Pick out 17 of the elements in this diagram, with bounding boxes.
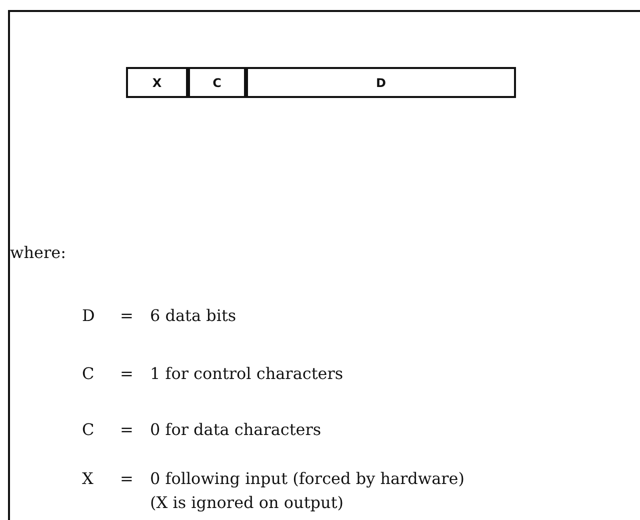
register-field: C <box>188 67 246 98</box>
definition-text: = <box>120 420 134 439</box>
definition-text: (X is ignored on output) <box>150 493 344 512</box>
definition-text: 0 following input (forced by hardware) <box>150 469 465 488</box>
definition-text: X <box>82 469 94 488</box>
definition-text: D <box>82 306 95 325</box>
definition-text: = <box>120 469 134 488</box>
definition-text: 6 data bits <box>150 306 236 325</box>
heading-text: where: <box>10 243 66 262</box>
register-field: D <box>246 67 516 98</box>
definition-text: = <box>120 306 134 325</box>
definition-text: 1 for control characters <box>150 364 344 383</box>
definition-text: 0 for data characters <box>150 420 322 439</box>
definition-text: = <box>120 364 134 383</box>
register-field: X <box>126 67 188 98</box>
definition-text: C <box>82 364 94 383</box>
definition-text: C <box>82 420 94 439</box>
